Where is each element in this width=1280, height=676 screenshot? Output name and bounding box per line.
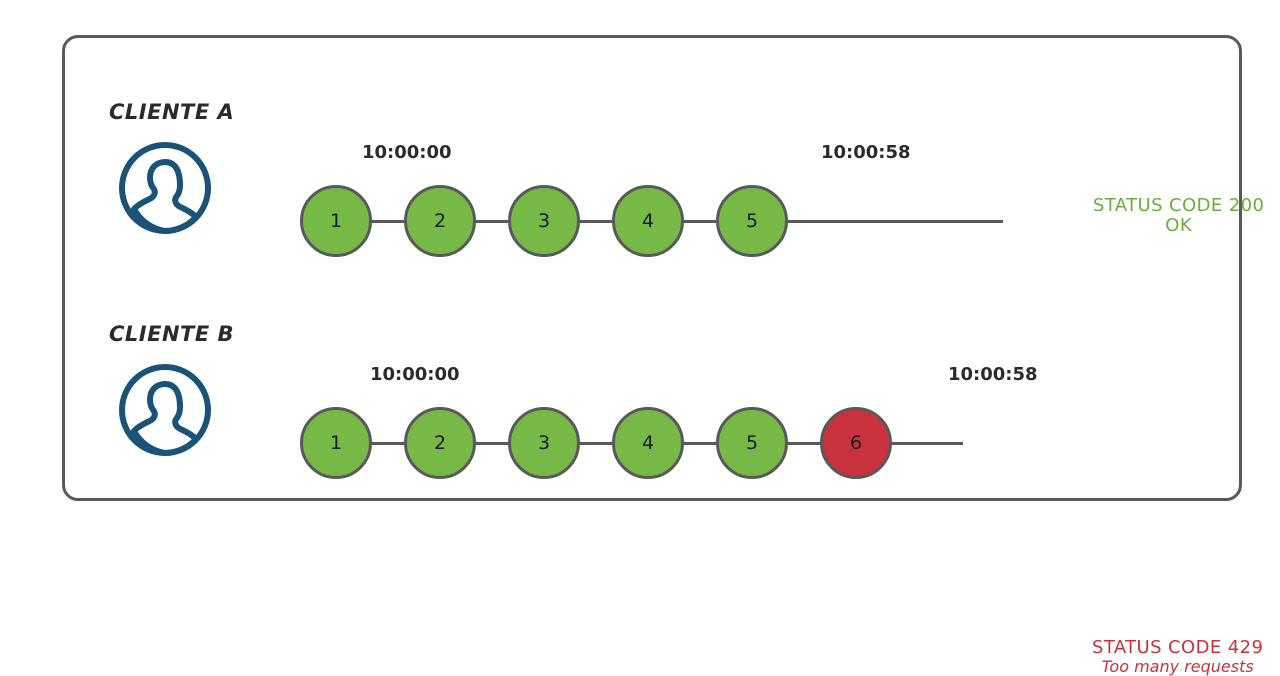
request-track-b: 1 2 3 4 5 6	[300, 407, 963, 479]
node-connector	[579, 219, 613, 223]
request-node[interactable]: 5	[716, 407, 788, 479]
request-node[interactable]: 1	[300, 185, 372, 257]
timestamp-b-end: 10:00:58	[948, 364, 1038, 385]
client-label-a: CLIENTE A	[109, 100, 235, 124]
user-avatar-icon	[117, 140, 213, 236]
status-badge-b: STATUS CODE 429 Too many requests	[1092, 637, 1264, 676]
status-code-text: STATUS CODE 200	[1093, 195, 1265, 216]
status-code-text: STATUS CODE 429	[1092, 637, 1264, 658]
client-row-a: CLIENTE A 10:00:00 10:00:58 1 2 3 4 5	[65, 78, 1264, 308]
request-node[interactable]: 4	[612, 407, 684, 479]
request-track-a: 1 2 3 4 5	[300, 185, 1003, 257]
track-tail	[891, 441, 963, 445]
request-node[interactable]: 3	[508, 185, 580, 257]
node-connector	[475, 219, 509, 223]
timestamp-b-start: 10:00:00	[370, 364, 460, 385]
node-connector	[579, 441, 613, 445]
diagram-frame: CLIENTE A 10:00:00 10:00:58 1 2 3 4 5	[62, 35, 1264, 676]
request-node-blocked[interactable]: 6	[820, 407, 892, 479]
node-connector	[787, 441, 821, 445]
track-tail	[787, 219, 1003, 223]
request-node[interactable]: 2	[404, 185, 476, 257]
timestamp-a-end: 10:00:58	[821, 142, 911, 163]
node-connector	[475, 441, 509, 445]
client-label-b: CLIENTE B	[109, 322, 235, 346]
status-badge-a: STATUS CODE 200 OK	[1093, 195, 1265, 237]
request-node[interactable]: 1	[300, 407, 372, 479]
client-row-b: CLIENTE B 10:00:00 10:00:58 1 2 3 4 5	[65, 300, 1263, 676]
status-message-text: Too many requests	[1101, 657, 1254, 676]
request-node[interactable]: 3	[508, 407, 580, 479]
user-avatar-icon	[117, 362, 213, 458]
node-connector	[683, 219, 717, 223]
request-node[interactable]: 5	[716, 185, 788, 257]
status-message-text: OK	[1165, 215, 1193, 237]
request-node[interactable]: 4	[612, 185, 684, 257]
timestamp-a-start: 10:00:00	[362, 142, 452, 163]
node-connector	[371, 219, 405, 223]
node-connector	[371, 441, 405, 445]
node-connector	[683, 441, 717, 445]
request-node[interactable]: 2	[404, 407, 476, 479]
